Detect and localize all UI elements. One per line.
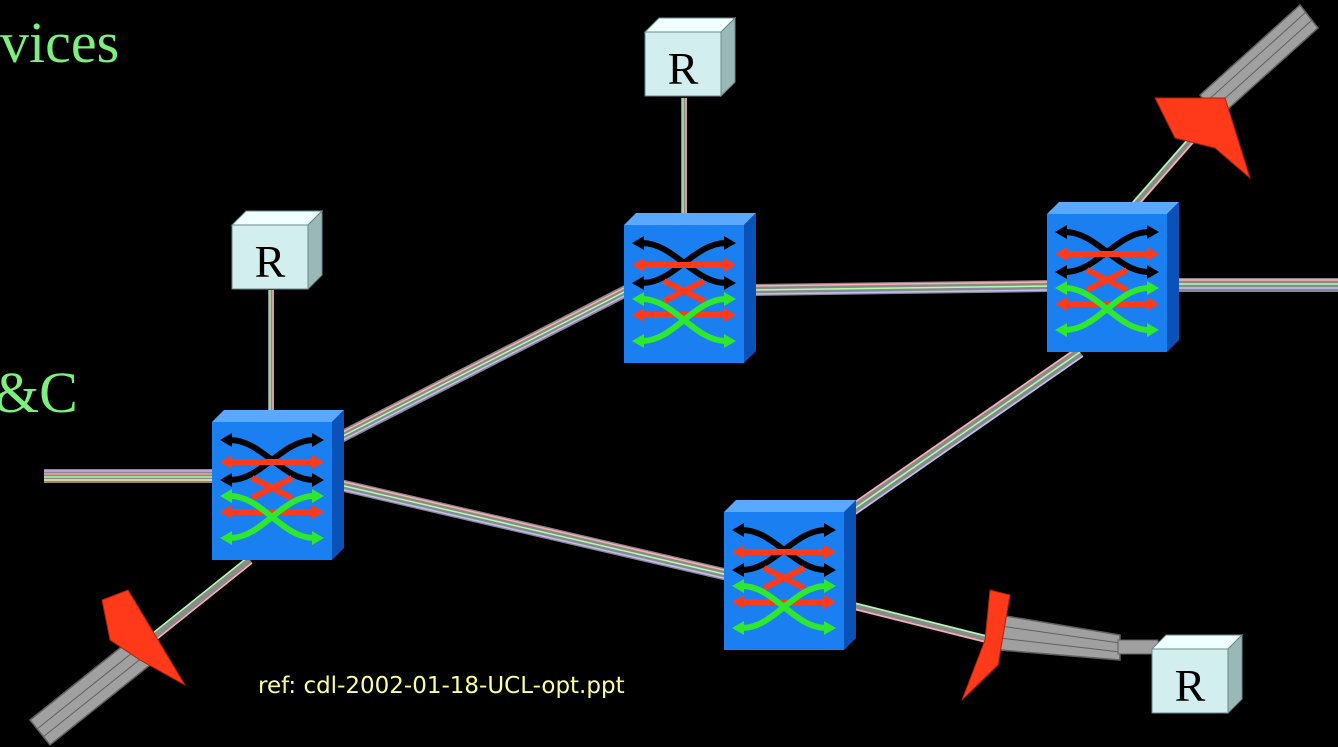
fiber-link-a-bottomleft — [147, 556, 253, 644]
optical-switch-d-icon — [724, 500, 856, 650]
optical-switch-b-icon — [624, 213, 756, 363]
fiber-link-a-b — [332, 284, 631, 446]
fiber-connector-topright-icon — [1154, 97, 1251, 180]
fiber-link-b-c — [749, 280, 1051, 296]
router-a-label: R — [255, 236, 286, 287]
fiber-link-c-d — [834, 347, 1084, 525]
fiber-connector-bottomright-icon — [961, 589, 1011, 701]
fiber-link-d-bottomright — [849, 601, 991, 644]
router-c: R — [1151, 634, 1243, 714]
reference-text: ref: cdl-2002-01-18-UCL-opt.ppt — [258, 673, 625, 699]
router-b-label: R — [668, 43, 699, 94]
fiber-link-left-edge — [44, 469, 215, 483]
fiber-connector-bottomleft-icon — [101, 589, 187, 687]
optical-switch-a-icon — [212, 410, 344, 560]
fiber-link-right-edge — [1175, 278, 1338, 292]
fiber-link-router-b — [681, 98, 687, 218]
fiber-cable-bottomright — [999, 614, 1159, 661]
slide-text-line-3: C — [0, 460, 1, 525]
router-b: R — [644, 17, 736, 97]
fiber-links — [44, 98, 1338, 644]
fiber-link-a-d — [338, 479, 730, 581]
slide-text-line-1: vices — [0, 10, 119, 75]
router-a: R — [231, 210, 323, 290]
router-c-label: R — [1175, 660, 1206, 711]
slide-text-line-2: &C — [0, 360, 78, 425]
fiber-cable-bottomleft — [28, 638, 152, 747]
fiber-link-router-a — [268, 290, 274, 420]
optical-switch-c-icon — [1047, 202, 1179, 352]
